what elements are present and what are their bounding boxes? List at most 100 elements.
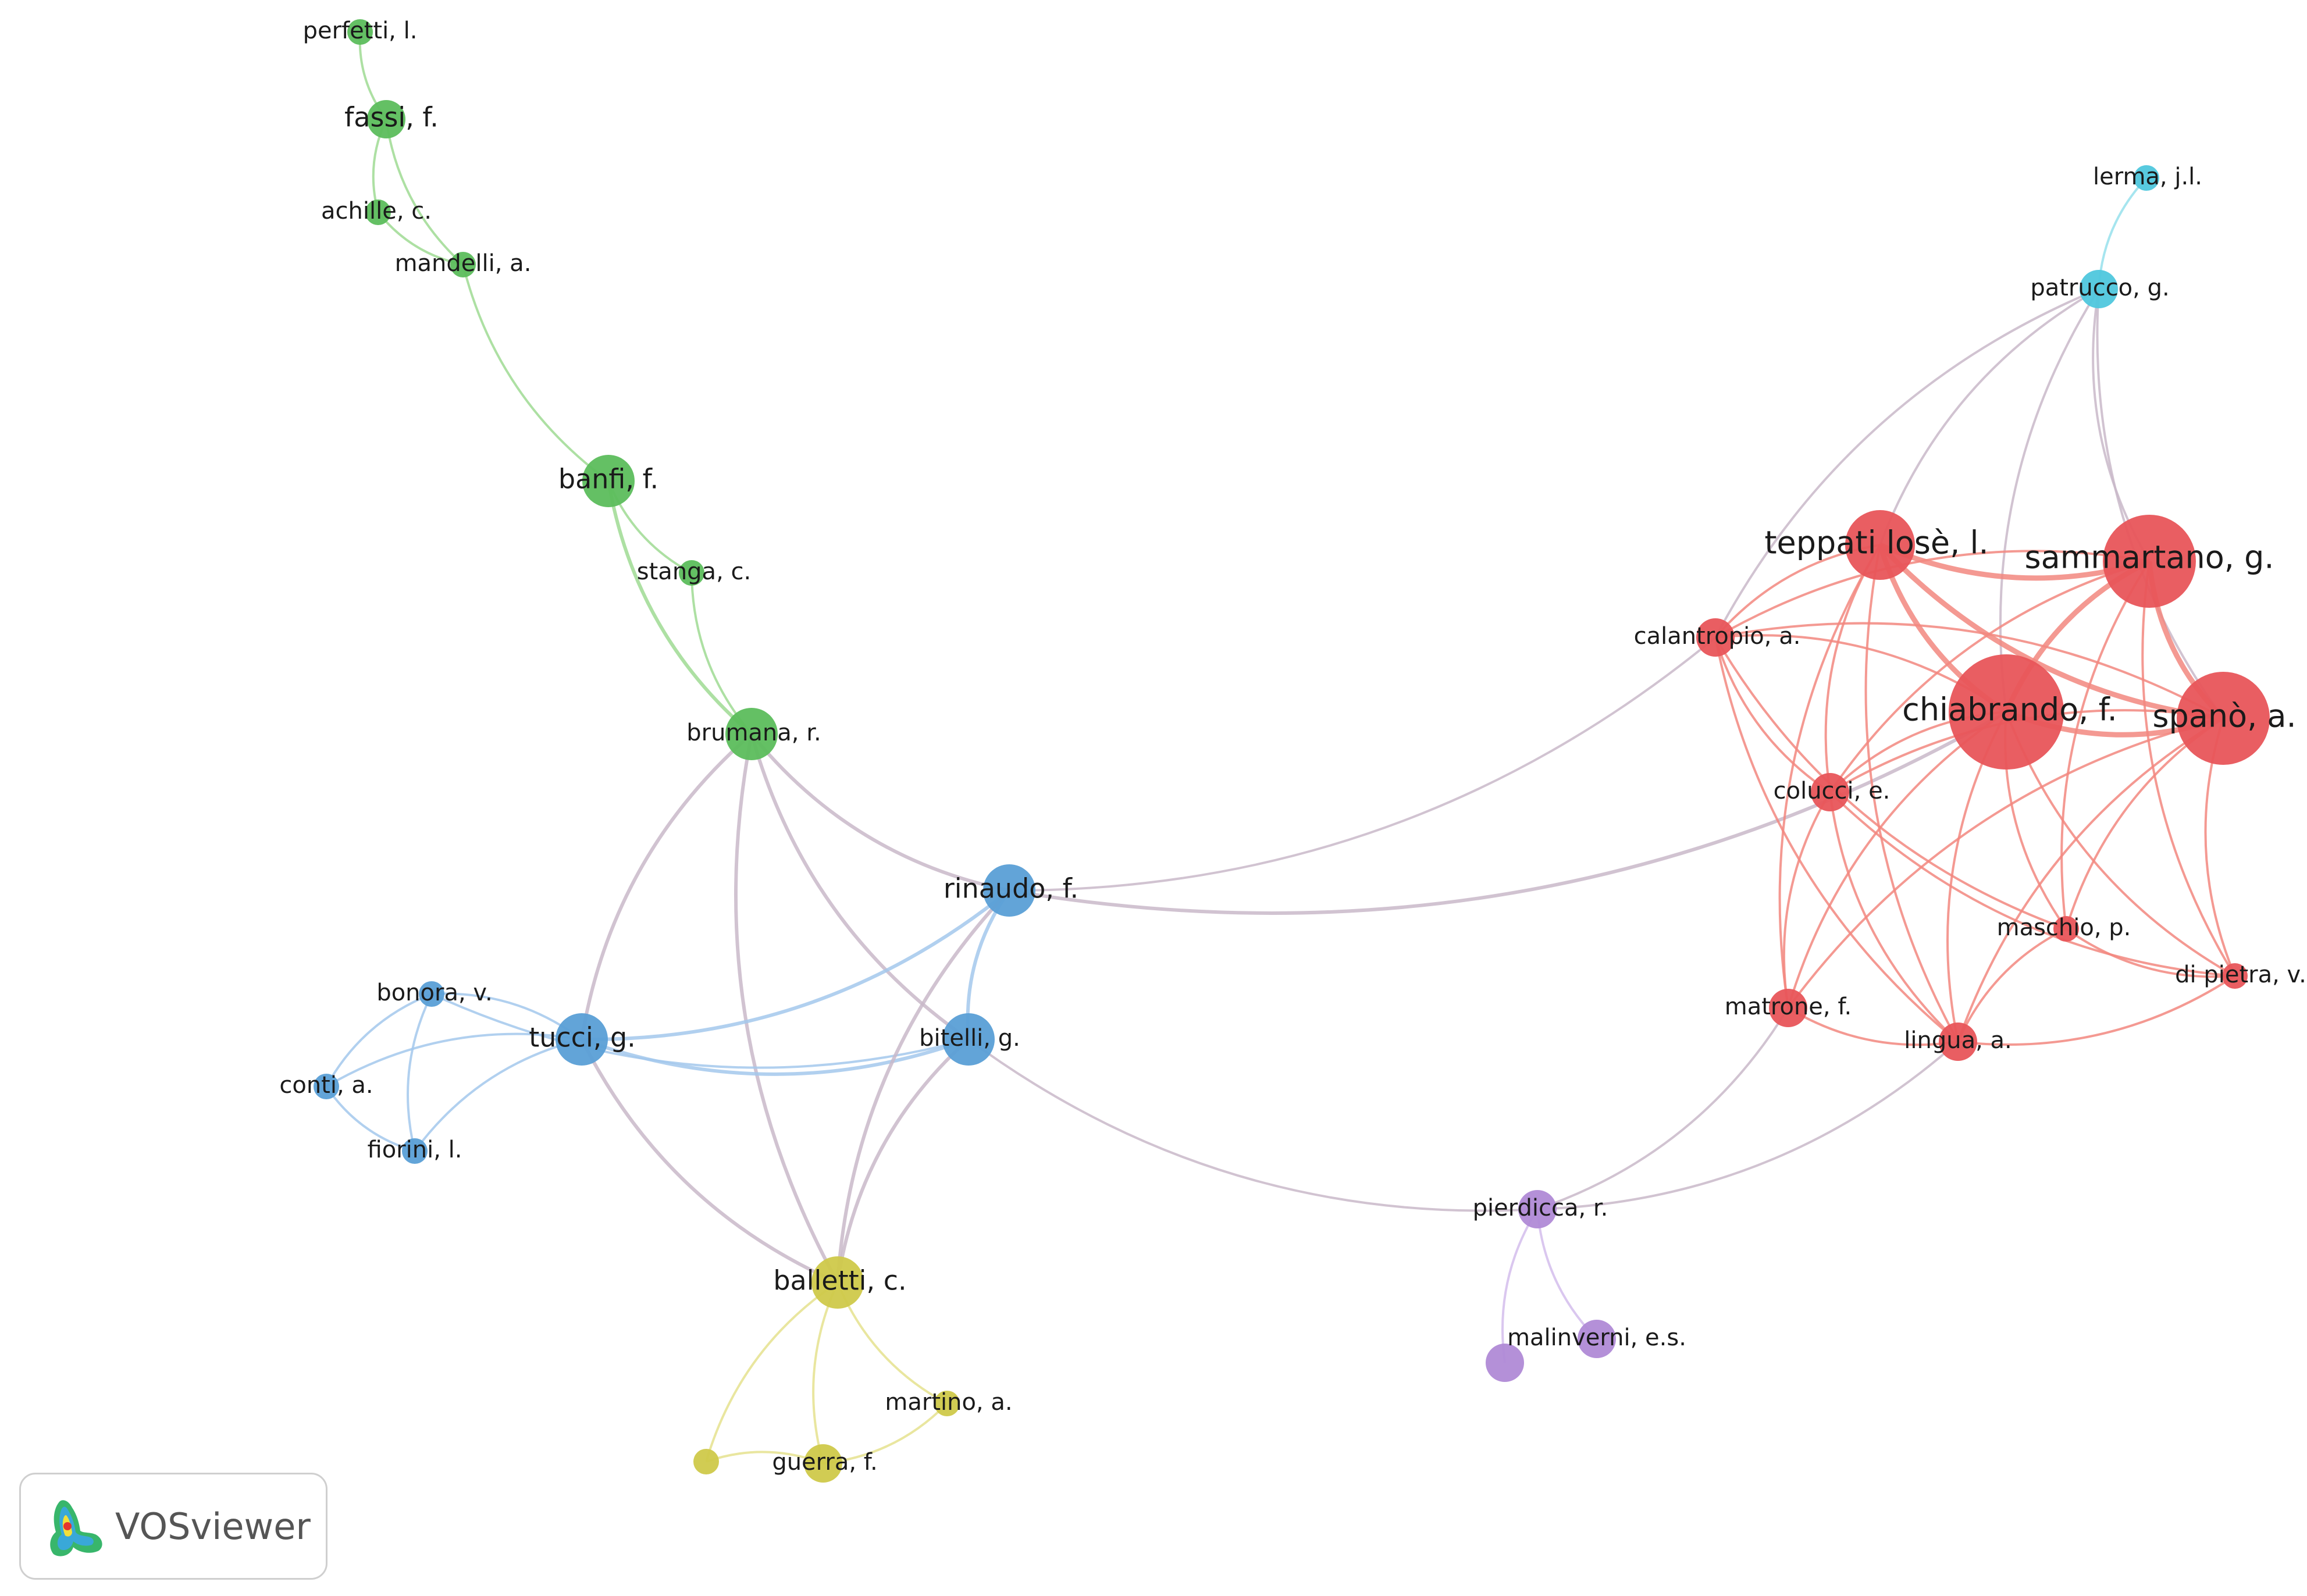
vosviewer-badge: VOSviewer [19, 1473, 327, 1580]
node-fassi[interactable] [367, 100, 405, 138]
link-spano-matrone [1787, 717, 2224, 1009]
node-guerra[interactable] [804, 1444, 842, 1483]
node-banfi[interactable] [582, 455, 635, 507]
node-perfetti[interactable] [347, 19, 373, 45]
link-fassi-mandelli [385, 119, 464, 266]
node-label-sammartano: sammartano, g. [2024, 539, 2274, 576]
app-name: VOSviewer [115, 1505, 311, 1548]
node-mandelli[interactable] [450, 252, 476, 277]
network-labels: perfetti, l.fassi, f.achille, c.mandelli… [279, 17, 2306, 1476]
link-sammartano-dipietra [2141, 561, 2236, 977]
node-teppati[interactable] [1845, 510, 1915, 580]
node-dipietra[interactable] [2222, 963, 2248, 989]
node-brumana[interactable] [725, 708, 778, 760]
node-matrone[interactable] [1769, 989, 1807, 1027]
node-label-bitelli: bitelli, g. [919, 1025, 1020, 1052]
link-calantropio-colucci [1714, 637, 1831, 793]
link-calantropio-maschio [1714, 636, 2067, 930]
node-pierdicca[interactable] [1518, 1190, 1557, 1228]
node-label-lingua: lingua, a. [1904, 1027, 2012, 1054]
node-label-mandelli: mandelli, a. [395, 250, 532, 277]
link-pierdicca-malinverni [1536, 1209, 1598, 1340]
node-lerma[interactable] [2134, 165, 2159, 191]
node-colucci[interactable] [1811, 773, 1849, 811]
node-label-brumana: brumana, r. [686, 719, 821, 746]
node-patrucco[interactable] [2080, 270, 2118, 308]
node-maschio[interactable] [2053, 916, 2079, 942]
node-achille[interactable] [365, 200, 391, 225]
node-sammartano[interactable] [2103, 515, 2196, 608]
node-label-rinaudo: rinaudo, f. [944, 873, 1078, 904]
node-tucci[interactable] [556, 1013, 608, 1066]
link-balletti-guerra [812, 1282, 839, 1464]
link-colucci-lingua [1829, 792, 1959, 1043]
link-colucci-dipietra [1829, 791, 2235, 977]
link-rinaudo-chiabrando [1009, 710, 2007, 915]
node-label-colucci: colucci, e. [1774, 778, 1891, 804]
node-label-spano: spanò, a. [2152, 698, 2296, 735]
node-balletti[interactable] [811, 1256, 864, 1309]
node-label-maschio: maschio, p. [1997, 914, 2131, 941]
node-bitelli[interactable] [942, 1013, 995, 1066]
node-label-malinverni: malinverni, e.s. [1507, 1324, 1686, 1351]
node-conti[interactable] [314, 1074, 339, 1099]
node-chiabrando[interactable] [1949, 654, 2064, 770]
link-teppati-matrone [1778, 544, 1881, 1009]
network-nodes [314, 19, 2270, 1483]
node-spano[interactable] [2177, 672, 2270, 765]
link-conti-fiorini [325, 1085, 415, 1152]
node-purple_unlabeled[interactable] [1486, 1344, 1524, 1382]
link-brumana-balletti [734, 733, 839, 1284]
node-label-fassi: fassi, f. [344, 102, 439, 133]
node-fiorini[interactable] [402, 1138, 428, 1164]
node-malinverni[interactable] [1578, 1320, 1616, 1358]
link-bonora-bitelli [431, 993, 969, 1069]
node-lingua[interactable] [1939, 1023, 1977, 1061]
link-pierdicca-lingua [1537, 1041, 1959, 1210]
link-brumana-bitelli [750, 733, 970, 1041]
network-links [325, 31, 2236, 1465]
node-calantropio[interactable] [1696, 618, 1735, 657]
link-tucci-conti [325, 1032, 582, 1088]
node-rinaudo[interactable] [983, 864, 1035, 917]
link-brumana-tucci [580, 732, 753, 1040]
node-label-banfi: banfi, f. [558, 464, 658, 495]
link-patrucco-chiabrando [1999, 288, 2100, 712]
node-martino[interactable] [934, 1391, 960, 1416]
node-label-chiabrando: chiabrando, f. [1902, 692, 2117, 728]
node-label-conti: conti, a. [279, 1072, 373, 1099]
link-brumana-rinaudo [750, 733, 1010, 892]
link-sammartano-colucci [1829, 560, 2150, 793]
link-calantropio-lingua [1714, 637, 1959, 1043]
link-mandelli-banfi [462, 264, 610, 482]
link-patrucco-spano [2096, 288, 2224, 719]
node-label-patrucco: patrucco, g. [2030, 275, 2169, 301]
link-bitelli-pierdicca [967, 1038, 1538, 1212]
link-tucci-rinaudo [581, 889, 1010, 1042]
link-maschio-lingua [1957, 928, 2067, 1042]
link-banfi-brumana [607, 480, 753, 736]
vosviewer-logo-icon [50, 1500, 102, 1556]
link-teppati-colucci [1824, 544, 1881, 793]
link-colucci-matrone [1782, 791, 1831, 1009]
node-label-perfetti: perfetti, l. [303, 17, 418, 44]
link-maschio-dipietra [2065, 928, 2235, 978]
node-yellow_unlabeled[interactable] [693, 1449, 719, 1474]
node-bonora[interactable] [419, 981, 444, 1007]
node-label-stanga: stanga, c. [637, 558, 751, 585]
node-label-calantropio: calantropio, a. [1634, 623, 1801, 650]
node-label-guerra: guerra, f. [772, 1449, 877, 1476]
link-pierdicca-purple_unlabeled [1501, 1208, 1539, 1363]
node-stanga[interactable] [679, 560, 704, 586]
node-label-fiorini: fiorini, l. [368, 1137, 462, 1163]
link-sammartano-calantropio [1715, 550, 2150, 639]
link-tucci-balletti [580, 1038, 839, 1284]
node-label-lerma: lerma, j.l. [2093, 163, 2202, 190]
link-bonora-conti [325, 993, 432, 1087]
link-pierdicca-matrone [1537, 1007, 1789, 1210]
node-label-dipietra: di pietra, v. [2175, 961, 2306, 988]
link-bitelli-balletti [836, 1038, 970, 1283]
link-tucci-bitelli [581, 1038, 970, 1076]
node-label-balletti: balletti, c. [773, 1265, 906, 1296]
